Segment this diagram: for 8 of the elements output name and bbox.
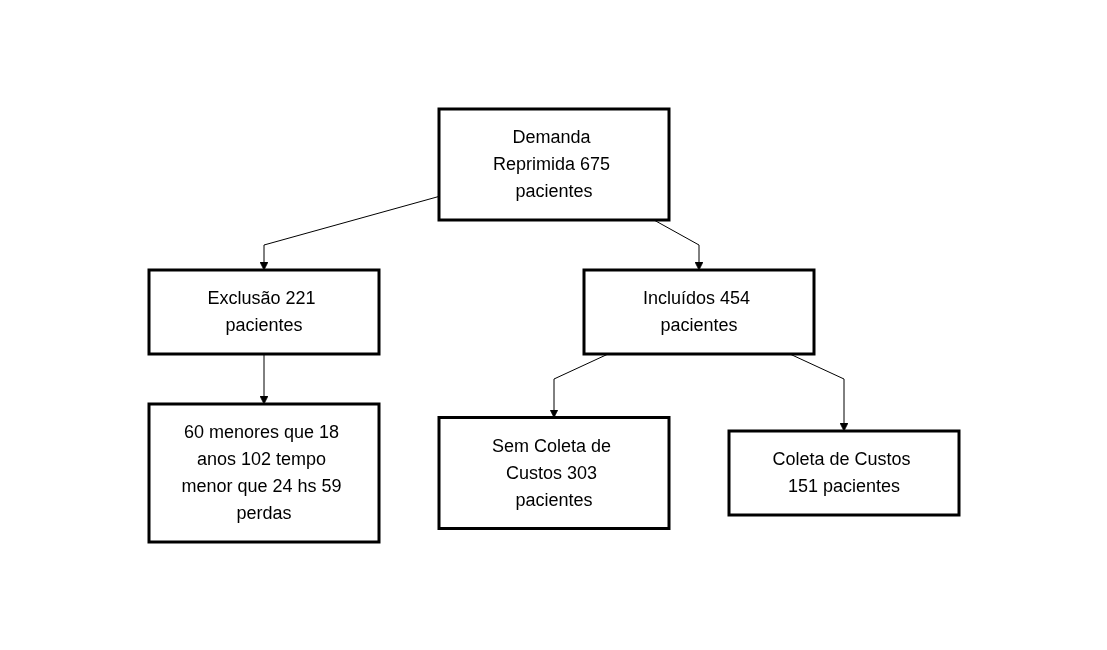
arrow — [259, 195, 439, 270]
arrow — [259, 353, 268, 404]
node-box: Demanda Reprimida 675 pacientes — [437, 107, 670, 221]
node-box: 60 menores que 18 anos 102 tempo menor que 24 hs 59 perdas — [147, 402, 380, 543]
node-box: Incluídos 454 pacientes — [582, 268, 815, 355]
node-box: Sem Coleta de Custos 303 pacientes — [437, 415, 670, 530]
node-box: Coleta de Custos 151 pacientes — [727, 429, 960, 516]
node-box: Exclusão 221 pacientes — [147, 268, 380, 355]
